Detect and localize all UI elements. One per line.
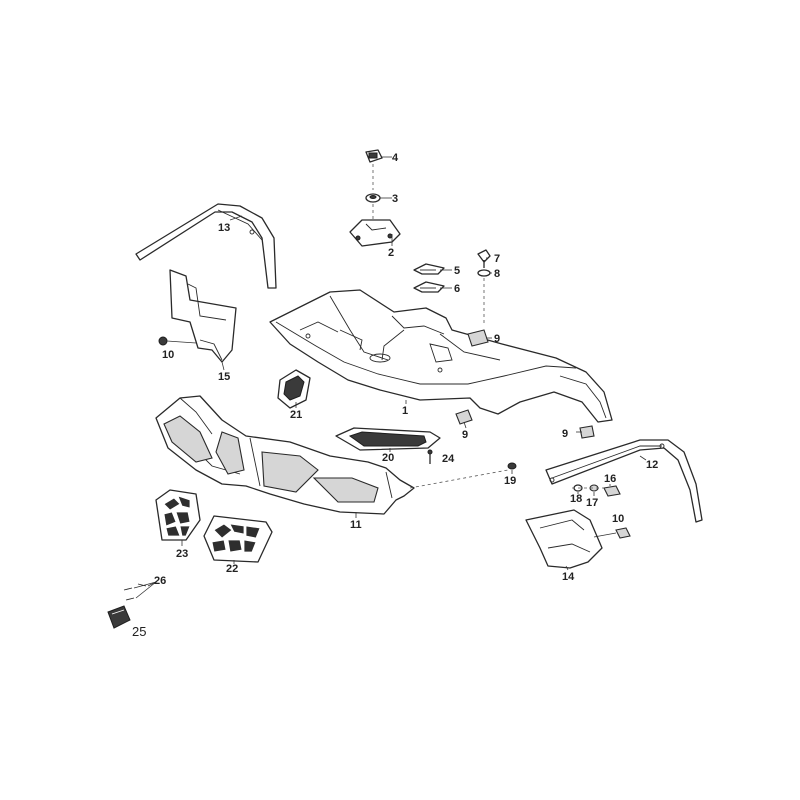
callout-10-left: 10 xyxy=(162,349,174,361)
part-9-clip-middle[interactable] xyxy=(455,409,473,425)
part-15-left-side-panel[interactable] xyxy=(169,269,237,363)
part-8-washer[interactable] xyxy=(477,269,491,277)
part-5-clip[interactable] xyxy=(413,263,445,275)
callout-23: 23 xyxy=(176,548,188,560)
part-7-bolt[interactable] xyxy=(477,249,491,268)
callout-13: 13 xyxy=(218,222,230,234)
callout-9-upper: 9 xyxy=(494,333,500,345)
callout-16: 16 xyxy=(604,473,616,485)
leader-lines xyxy=(133,156,647,599)
part-6-clip[interactable] xyxy=(413,281,445,293)
callout-18: 18 xyxy=(570,493,582,505)
callout-12: 12 xyxy=(646,459,658,471)
part-26-screws[interactable] xyxy=(123,583,147,601)
part-10-bolt-right[interactable] xyxy=(593,527,631,539)
part-2-top-bracket[interactable] xyxy=(349,219,401,247)
callout-15: 15 xyxy=(218,371,230,383)
callout-9-middle: 9 xyxy=(462,429,468,441)
part-24-screw[interactable] xyxy=(427,449,433,464)
part-1-rear-body-panel[interactable] xyxy=(269,289,613,423)
part-20-mesh-grille[interactable] xyxy=(335,427,441,451)
callout-6: 6 xyxy=(454,283,460,295)
part-9-clip-upper[interactable] xyxy=(467,329,489,347)
callout-24: 24 xyxy=(442,453,455,465)
part-11-front-fascia[interactable] xyxy=(155,395,415,515)
part-25-reflector[interactable] xyxy=(107,605,131,629)
callout-22: 22 xyxy=(226,563,238,575)
callout-21: 21 xyxy=(290,409,302,421)
callout-8: 8 xyxy=(494,268,500,280)
part-19-nut[interactable] xyxy=(507,462,517,470)
callout-26: 26 xyxy=(154,575,166,587)
part-4-nut[interactable] xyxy=(365,149,383,163)
part-3-washer[interactable] xyxy=(365,193,381,203)
callout-1: 1 xyxy=(402,405,408,417)
part-14-right-side-panel[interactable] xyxy=(525,509,603,569)
part-16-bolt[interactable] xyxy=(603,485,621,497)
part-21-vent-grille[interactable] xyxy=(277,369,311,409)
part-13-left-fender-flare[interactable] xyxy=(135,203,277,289)
callout-3: 3 xyxy=(392,193,398,205)
callout-5: 5 xyxy=(454,265,460,277)
callout-19: 19 xyxy=(504,475,516,487)
callout-7: 7 xyxy=(494,253,500,265)
callout-9-right: 9 xyxy=(562,428,568,440)
callout-20: 20 xyxy=(382,452,394,464)
callout-17: 17 xyxy=(586,497,598,509)
part-23-side-grille[interactable] xyxy=(155,489,201,541)
part-10-bolt-left[interactable] xyxy=(158,336,197,346)
part-9-clip-right[interactable] xyxy=(579,425,595,439)
callout-25: 25 xyxy=(132,624,146,639)
callout-labels: 4 3 2 5 6 7 8 9 9 9 1 13 10 15 21 20 24 … xyxy=(132,152,658,639)
callout-11: 11 xyxy=(350,519,362,531)
callout-2: 2 xyxy=(388,247,394,259)
part-12-right-fender-flare[interactable] xyxy=(545,439,703,523)
part-22-lower-grille[interactable] xyxy=(203,515,273,563)
callout-10-right: 10 xyxy=(612,513,624,525)
callout-14: 14 xyxy=(562,571,575,583)
callout-4: 4 xyxy=(392,152,399,164)
